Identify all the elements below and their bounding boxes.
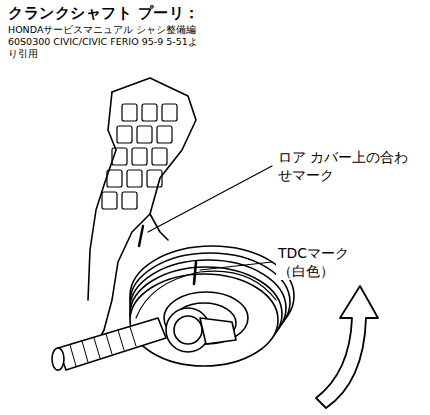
block-rib <box>117 126 132 143</box>
engine-block-edge <box>88 92 116 300</box>
block-rib <box>122 104 137 121</box>
socket-wrench <box>52 308 236 370</box>
source-note: HONDAサービスマニュアル シャシ整備編 60S0300 CIVIC/CIVI… <box>8 24 198 60</box>
block-rib <box>102 192 117 209</box>
block-rib <box>112 148 127 165</box>
tdc-mark <box>194 262 196 284</box>
block-rib <box>152 148 167 165</box>
block-rib <box>107 170 122 187</box>
cover-alignment-mark <box>139 226 143 246</box>
part-label: ロア カバー上の合わせマーク <box>276 148 418 184</box>
block-rib <box>142 104 157 121</box>
block-rib <box>122 192 137 209</box>
title: クランクシャフト プーリ： <box>8 4 200 22</box>
block-rib <box>147 170 162 187</box>
crankshaft-pulley <box>130 246 294 366</box>
block-rib <box>127 170 142 187</box>
leader-line <box>200 262 272 270</box>
lower-cover-edge <box>150 214 168 240</box>
leader-line <box>148 166 272 232</box>
block-rib <box>157 126 172 143</box>
block-rib <box>132 148 147 165</box>
block-rib <box>162 104 177 121</box>
block-ribs <box>102 104 177 209</box>
part-label: TDCマーク（白色） <box>276 244 376 280</box>
block-rib <box>137 126 152 143</box>
rotation-arrow <box>316 286 378 408</box>
